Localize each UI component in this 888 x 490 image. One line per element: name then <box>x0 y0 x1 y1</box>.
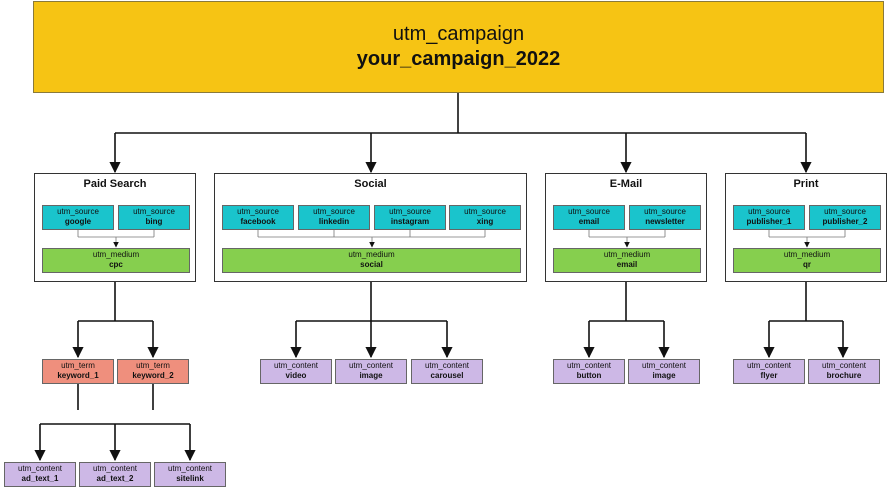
term-node-keyword-2: utm_term keyword_2 <box>117 359 189 384</box>
source-node-instagram: utm_source instagram <box>374 205 446 230</box>
content-node-image: utm_content image <box>335 359 407 384</box>
source-node-google: utm_source google <box>42 205 114 230</box>
source-node-email: utm_source email <box>553 205 625 230</box>
medium-node-email: utm_medium email <box>553 248 701 273</box>
content-node-button: utm_content button <box>553 359 625 384</box>
group-inner-lines <box>588 230 666 248</box>
group-email: E-Mail utm_source email utm_source newsl… <box>545 173 707 282</box>
campaign-node: utm_campaign your_campaign_2022 <box>33 1 884 93</box>
term-node-keyword-1: utm_term keyword_1 <box>42 359 114 384</box>
source-node-publisher-2: utm_source publisher_2 <box>809 205 881 230</box>
content-node-carousel: utm_content carousel <box>411 359 483 384</box>
campaign-value: your_campaign_2022 <box>356 48 561 70</box>
group-print: Print utm_source publisher_1 utm_source … <box>725 173 887 282</box>
content-node-image: utm_content image <box>628 359 700 384</box>
group-inner-lines <box>77 230 155 248</box>
source-node-newsletter: utm_source newsletter <box>629 205 701 230</box>
group-inner-lines <box>768 230 846 248</box>
content-node-sitelink: utm_content sitelink <box>154 462 226 487</box>
source-node-bing: utm_source bing <box>118 205 190 230</box>
group-social: Social utm_source facebook utm_source li… <box>214 173 527 282</box>
content-node-brochure: utm_content brochure <box>808 359 880 384</box>
medium-node-social: utm_medium social <box>222 248 521 273</box>
source-node-linkedin: utm_source linkedin <box>298 205 370 230</box>
campaign-key: utm_campaign <box>392 23 525 45</box>
group-title: Paid Search <box>83 178 147 190</box>
medium-node-qr: utm_medium qr <box>733 248 881 273</box>
source-node-publisher-1: utm_source publisher_1 <box>733 205 805 230</box>
group-inner-lines <box>257 230 486 248</box>
content-node-ad-text-2: utm_content ad_text_2 <box>79 462 151 487</box>
content-node-ad-text-1: utm_content ad_text_1 <box>4 462 76 487</box>
source-node-xing: utm_source xing <box>449 205 521 230</box>
group-paid-search: Paid Search utm_source google utm_source… <box>34 173 196 282</box>
content-node-video: utm_content video <box>260 359 332 384</box>
group-title: Print <box>793 178 819 190</box>
medium-node-cpc: utm_medium cpc <box>42 248 190 273</box>
content-node-flyer: utm_content flyer <box>733 359 805 384</box>
group-title: Social <box>354 178 387 190</box>
group-title: E-Mail <box>609 178 643 190</box>
source-node-facebook: utm_source facebook <box>222 205 294 230</box>
